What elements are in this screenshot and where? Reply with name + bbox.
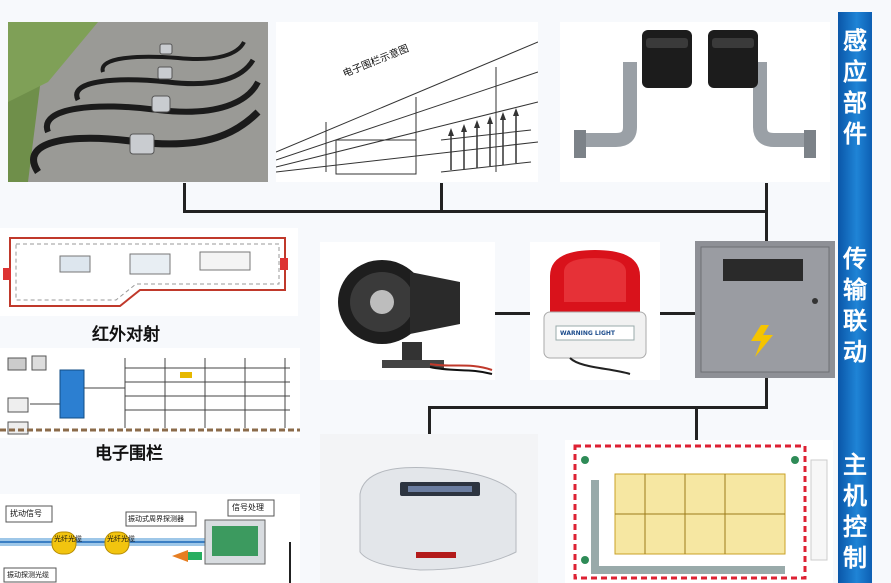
infrared-detector-photo (560, 22, 830, 182)
warning-strobe-light-photo (530, 242, 660, 380)
fiber-cable-label-1: 光纤光缆 (54, 535, 82, 543)
category-sensing: 感应部件 (843, 27, 867, 148)
category-host-control: 主机控制 (843, 451, 867, 572)
wire-host-down (765, 378, 768, 408)
electric-fence-sketch (276, 22, 538, 182)
fiber-bottom-label: 振动探测光缆 (7, 571, 49, 579)
fiber-cable-label-2: 光纤光缆 (107, 535, 135, 543)
alarm-keypad-photo (320, 434, 538, 583)
strobe-badge-label: WARNING LIGHT (560, 330, 615, 337)
buried-cable-photo (8, 22, 268, 182)
system-category-bar: 感应部件 传输联动 主机控制 (838, 12, 872, 583)
wire-speaker-link (495, 312, 530, 315)
fiber-vibration-label: 扰动信号 (10, 509, 42, 518)
fiber-sensing-label: 振动式周界探测器 (128, 515, 184, 523)
electric-fence-diagram (0, 348, 300, 438)
wire-map-drop (695, 406, 698, 440)
alarm-host-control-box (695, 241, 835, 378)
wire-drop-1 (183, 183, 186, 212)
alarm-speaker-photo (320, 242, 495, 380)
site-map-panel (565, 440, 833, 583)
wire-top-bus (183, 210, 768, 213)
infrared-label: 红外对射 (92, 325, 160, 345)
category-transmission: 传输联动 (843, 245, 867, 366)
fiber-signal-processing-label: 信号处理 (232, 503, 264, 512)
wire-strobe-link (660, 312, 695, 315)
wire-keypad-drop (428, 406, 431, 434)
infrared-beam-diagram (0, 228, 298, 316)
wire-drop-3 (765, 183, 768, 241)
electric-fence-label: 电子围栏 (95, 444, 163, 464)
wire-bottom-bus (428, 406, 768, 409)
wire-drop-2 (440, 183, 443, 212)
fiber-optic-diagram (0, 494, 300, 583)
